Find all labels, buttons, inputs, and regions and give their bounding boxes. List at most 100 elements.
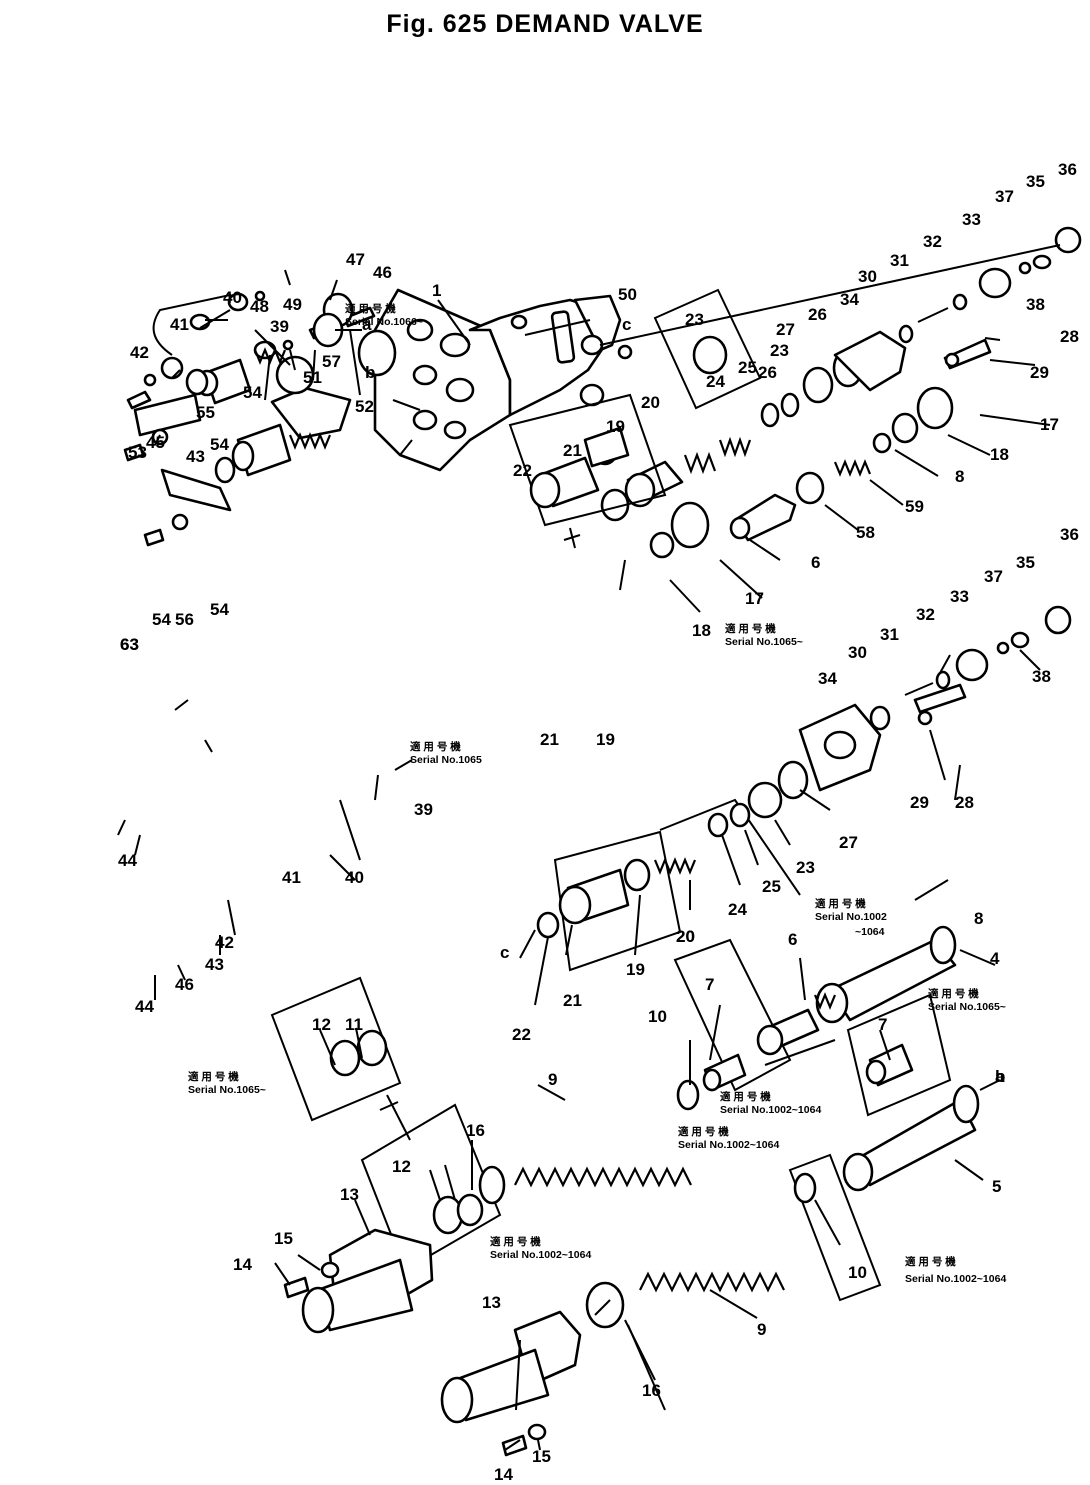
callout-label: 25 <box>738 358 757 377</box>
callout-label: 8 <box>955 467 964 486</box>
note-line: 適 用 号 機 <box>905 1255 956 1268</box>
note-line: Serial No.1066~ <box>345 316 423 328</box>
callout-label: 43 <box>205 955 224 974</box>
callout-label: 41 <box>282 868 301 887</box>
callout-label: 27 <box>776 320 795 339</box>
callout-label: 32 <box>916 605 935 624</box>
callout-label: 23 <box>796 858 815 877</box>
note-line: Serial No.1065~ <box>928 1001 1006 1013</box>
callout-label: 42 <box>215 933 234 952</box>
callout-label: 54 <box>210 435 229 454</box>
note-line: Serial No.1002~1064 <box>720 1104 821 1116</box>
callout-label: 8 <box>974 909 983 928</box>
note-line: 適 用 号 機 <box>928 987 979 1000</box>
serial-notes: 適 用 号 機 Serial No.1066~ 適 用 号 機 Serial N… <box>188 302 1006 1285</box>
callout-label: 12 <box>312 1015 331 1034</box>
callout-label: 21 <box>563 991 582 1010</box>
figure-title: Fig. 625 DEMAND VALVE <box>386 10 704 38</box>
callout-label: 23 <box>685 310 704 329</box>
callout-label: 26 <box>758 363 777 382</box>
callout-label: 46 <box>373 263 392 282</box>
callout-label: 20 <box>676 927 695 946</box>
callout-label: 31 <box>890 251 909 270</box>
callout-label: 59 <box>905 497 924 516</box>
callout-label: 34 <box>840 290 859 309</box>
callout-label: 30 <box>858 267 877 286</box>
callout-label: 45 <box>146 433 165 452</box>
callout-label: 38 <box>1026 295 1045 314</box>
note-line: 適 用 号 機 <box>725 622 776 635</box>
callout-label: 31 <box>880 625 899 644</box>
callout-label: 35 <box>1026 172 1045 191</box>
inset-parts <box>329 335 1072 1235</box>
valve-body <box>373 288 622 472</box>
note-line: Serial No.1002~1064 <box>905 1273 1006 1285</box>
callout-label: 1 <box>432 281 441 300</box>
callout-label: 26 <box>808 305 827 324</box>
callout-label: 7 <box>878 1015 887 1034</box>
callout-label: 29 <box>910 793 929 812</box>
lower-parts <box>283 1166 785 1457</box>
callout-label: 42 <box>130 343 149 362</box>
callout-label: 21 <box>540 730 559 749</box>
callout-label: 39 <box>270 317 289 336</box>
callout-label: 11 <box>345 1015 363 1034</box>
note-line: Serial No.1065 <box>410 754 482 766</box>
callout-label: 5 <box>992 1177 1001 1196</box>
note-line: 適 用 号 機 <box>815 897 866 910</box>
callout-label: 40 <box>345 868 364 887</box>
callout-label: 54 <box>243 383 262 402</box>
callout-label: 51 <box>303 368 322 387</box>
callout-label: 37 <box>995 187 1014 206</box>
callout-label: c <box>622 315 631 334</box>
callout-label: 55 <box>196 403 215 422</box>
callout-label: 35 <box>1016 553 1035 572</box>
callout-label: 10 <box>648 1007 667 1026</box>
callout-label: 19 <box>626 960 645 979</box>
callout-label: 33 <box>950 587 969 606</box>
callout-label: 56 <box>175 610 194 629</box>
note-line: 適 用 号 機 <box>678 1125 729 1138</box>
callout-label: 14 <box>233 1255 252 1274</box>
callout-label: 37 <box>984 567 1003 586</box>
callout-labels: 1 4 5 6 6 7 7 8 8 9 9 10 10 11 12 12 13 … <box>118 160 1079 1484</box>
note-line: 適 用 号 機 <box>490 1235 541 1248</box>
callout-label: 36 <box>1058 160 1077 179</box>
callout-label: 15 <box>274 1229 293 1248</box>
callout-label: b <box>365 363 375 382</box>
left-side-parts <box>123 290 397 547</box>
callout-label: 38 <box>1032 667 1051 686</box>
callout-label: 52 <box>355 397 374 416</box>
note-line: 適 用 号 機 <box>345 302 396 315</box>
callout-label: 23 <box>770 341 789 360</box>
callout-label: 39 <box>414 800 433 819</box>
callout-label: 54 <box>152 610 171 629</box>
callout-label: 48 <box>250 297 269 316</box>
callout-label: 28 <box>955 793 974 812</box>
callout-label: 47 <box>346 250 365 269</box>
callout-label: 58 <box>856 523 875 542</box>
callout-label: 25 <box>762 877 781 896</box>
callout-label: 12 <box>392 1157 411 1176</box>
note-line: Serial No.1002~1064 <box>678 1139 779 1151</box>
callout-label: 49 <box>283 295 302 314</box>
note-line: 適 用 号 機 <box>410 740 461 753</box>
callout-label: 20 <box>641 393 660 412</box>
callout-label: 40 <box>223 288 242 307</box>
callout-label: 16 <box>642 1381 661 1400</box>
callout-label: 44 <box>118 851 137 870</box>
note-line: 適 用 号 機 <box>188 1070 239 1083</box>
note-line: ~1064 <box>855 926 885 938</box>
callout-label: 24 <box>706 372 725 391</box>
callout-label: 19 <box>596 730 615 749</box>
callout-label: 9 <box>548 1070 557 1089</box>
callout-label: 57 <box>322 352 341 371</box>
callout-label: 20 <box>676 927 695 946</box>
note-line: Serial No.1065~ <box>188 1084 266 1096</box>
callout-label: 29 <box>1030 363 1049 382</box>
callout-label: 21 <box>563 441 582 460</box>
callout-label: 10 <box>848 1263 867 1282</box>
callout-label: 63 <box>120 635 139 654</box>
